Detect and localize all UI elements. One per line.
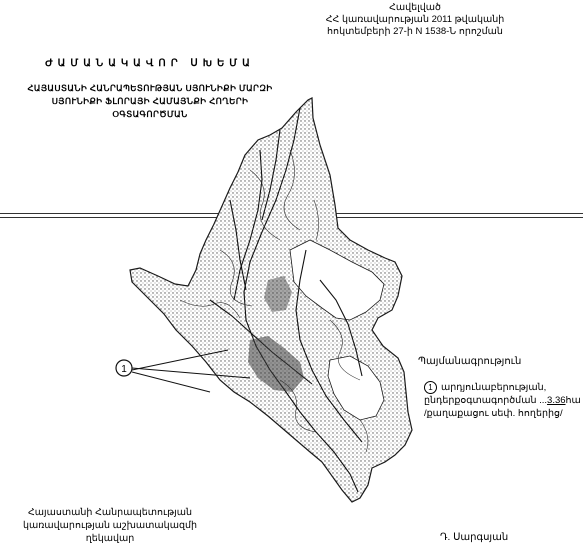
legend-item-line-1: 1 արդյունաբերության, bbox=[424, 381, 581, 394]
settlement-cluster bbox=[264, 276, 292, 312]
legend-marker: 1 bbox=[424, 381, 437, 394]
callout-leader bbox=[131, 349, 251, 393]
title-block: ԺԱՄԱՆԱԿԱՎՈՐ ՍԽԵՄԱ ՀԱՅԱՍՏԱՆԻ ՀԱՆՐԱՊԵՏՈՒԹՅ… bbox=[0, 58, 300, 121]
legend-item-text: արդյունաբերության, bbox=[441, 382, 547, 394]
appendix-line-1: Հավելված bbox=[389, 2, 441, 13]
legend-item-value: 3.36 bbox=[547, 395, 566, 407]
subtitle-line-1: ՀԱՅԱՍՏԱՆԻ ՀԱՆՐԱՊԵՏՈՒԹՅԱՆ ՍՅՈՒՆԻՔԻ ՄԱՐԶԻ bbox=[27, 83, 273, 93]
legend-item: 1 արդյունաբերության, ընդերքօգտագործման ..… bbox=[424, 381, 581, 420]
callout-circle bbox=[115, 359, 133, 377]
signatory-line-1: Հայաստանի Հանրապետության bbox=[28, 507, 192, 518]
document-subtitle: ՀԱՅԱՍՏԱՆԻ ՀԱՆՐԱՊԵՏՈՒԹՅԱՆ ՍՅՈՒՆԻՔԻ ՄԱՐԶԻ … bbox=[0, 82, 300, 121]
road-network bbox=[209, 107, 363, 493]
inner-zone bbox=[327, 355, 385, 421]
appendix-line-3: հոկտեմբերի 27-ի N 1538-Ն որոշման bbox=[327, 26, 503, 37]
legend-item-line-2: ընդերքօգտագործման ...3.36հա bbox=[424, 394, 581, 407]
inner-zone bbox=[289, 239, 385, 321]
signatory-line-2: կառավարության աշխատակազմի bbox=[22, 520, 198, 531]
subtitle-line-2: ՍՅՈՒՆԻՔԻ ՖԼՈՐԱՅԻ ՀԱՄԱՅՆՔԻ ՀՈՂԵՐԻ bbox=[51, 96, 249, 106]
callout-number: 1 bbox=[121, 364, 127, 375]
legend-title: Պայմանագրություն bbox=[418, 356, 522, 367]
appendix-line-2: ՀՀ կառավարության 2011 թվականի bbox=[325, 14, 505, 25]
legend-item-line-3: /քաղաքացու սեփ. հողերից/ bbox=[424, 408, 563, 420]
legend-item-prefix: ընդերքօգտագործման ... bbox=[424, 395, 548, 407]
contour-lines bbox=[179, 149, 369, 453]
appendix-heading: Հավելված ՀՀ կառավարության 2011 թվականի հ… bbox=[305, 2, 525, 38]
settlement-cluster bbox=[248, 336, 304, 392]
subtitle-line-3: ՕԳՏԱԳՈՐԾՄԱՆ bbox=[112, 109, 188, 119]
legend-item-unit: հա bbox=[565, 395, 581, 407]
signatory-position: Հայաստանի Հանրապետության կառավարության ա… bbox=[10, 506, 210, 545]
document-title: ԺԱՄԱՆԱԿԱՎՈՐ ՍԽԵՄԱ bbox=[45, 58, 255, 69]
signatory-name: Դ. Սարգսյան bbox=[440, 532, 509, 543]
signatory-line-3: ղեկավար bbox=[85, 533, 135, 544]
